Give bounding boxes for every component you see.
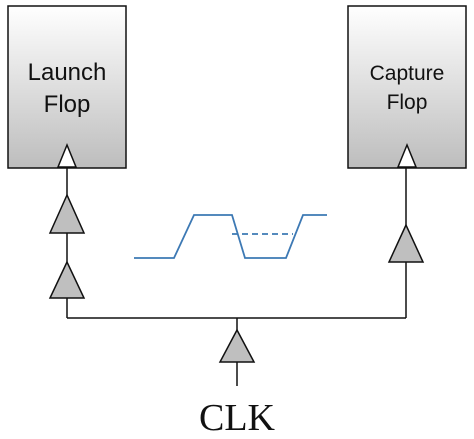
clock-buffers [48,193,425,363]
launch-buffer-2-icon [48,193,86,234]
root-buffer-icon [218,328,256,363]
launch-buffer-1-icon [48,260,86,299]
capture-buffer-icon [387,223,425,263]
waveform-solid [134,214,327,259]
capture-flop-clock-pin-icon [396,143,418,168]
launch-flop-clock-pin-icon [56,143,78,168]
capture-flop-label-line2: Flop [387,91,428,114]
launch-flop-label-line1: Launch [28,59,107,86]
launch-flop: Launch Flop [7,5,127,169]
launch-flop-label-line2: Flop [44,91,91,118]
clock-wires [66,168,407,386]
clock-label: CLK [199,397,276,439]
capture-flop: Capture Flop [347,5,467,169]
skew-waveform [134,214,327,259]
capture-flop-label-line1: Capture [370,62,445,85]
